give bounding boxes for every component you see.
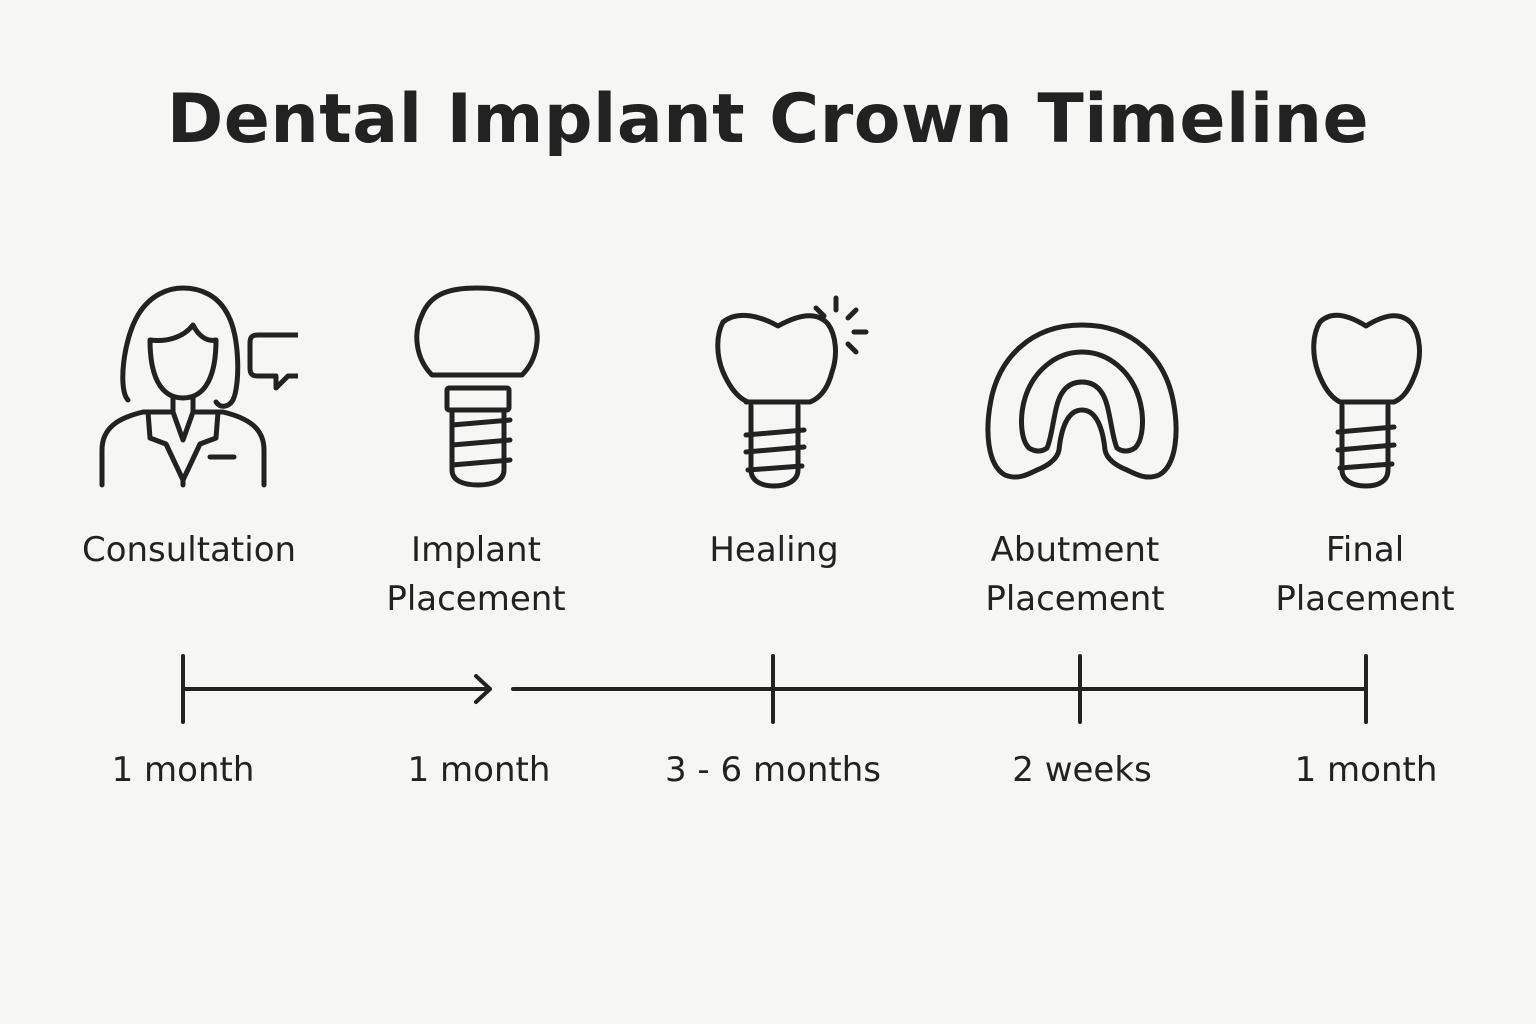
- final-tooth-icon: [1260, 280, 1470, 495]
- timeline-arrow-head: [474, 674, 492, 704]
- abutment-arch-icon: [977, 280, 1187, 495]
- duration-healing: 3 - 6 months: [664, 750, 882, 790]
- step-label-abutment-placement: Abutment Placement: [935, 526, 1215, 624]
- timeline: [0, 640, 1536, 740]
- doctor-icon: [88, 280, 298, 495]
- implant-crown-icon: [372, 280, 582, 495]
- healing-tooth-icon: [668, 280, 878, 495]
- duration-final-placement: 1 month: [1294, 750, 1438, 790]
- page-title: Dental Implant Crown Timeline: [166, 80, 1370, 159]
- step-label-implant-placement: Implant Placement: [336, 526, 616, 624]
- duration-consultation: 1 month: [111, 750, 255, 790]
- step-label-abutment-placement-text: Abutment Placement: [985, 530, 1165, 619]
- step-label-final-placement-text: Final Placement: [1275, 530, 1455, 619]
- step-label-consultation: Consultation: [81, 530, 297, 570]
- duration-abutment-placement: 2 weeks: [1012, 750, 1152, 790]
- step-label-final-placement: Final Placement: [1225, 526, 1505, 624]
- step-label-implant-placement-text: Implant Placement: [386, 530, 566, 619]
- step-label-healing: Healing: [709, 530, 839, 570]
- duration-implant-placement: 1 month: [407, 750, 551, 790]
